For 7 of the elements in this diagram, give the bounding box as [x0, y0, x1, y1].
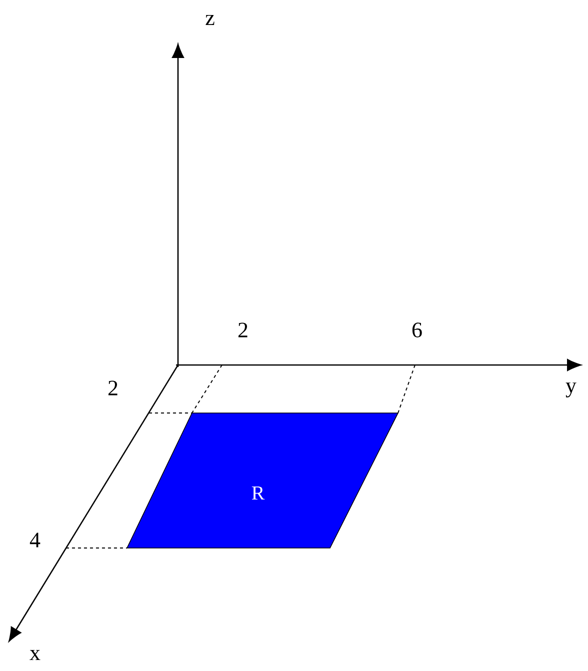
tick-label: 6	[412, 322, 422, 338]
axis-label: x	[30, 650, 40, 660]
tick-label: 2	[238, 322, 248, 338]
tick-label: 4	[30, 532, 40, 548]
axis-label: y	[566, 382, 576, 398]
axis-label: z	[206, 14, 214, 26]
tick-label: 2	[108, 380, 118, 396]
